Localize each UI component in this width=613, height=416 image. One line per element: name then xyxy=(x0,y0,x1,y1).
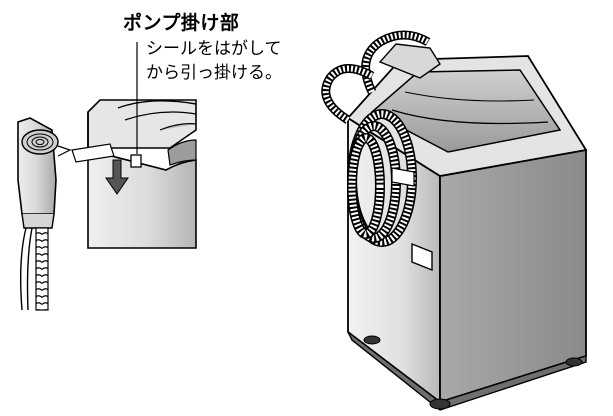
callout-note: シールをはがして から引っ掛ける。 xyxy=(146,37,282,85)
washing-machine xyxy=(346,43,588,411)
closeup-machine xyxy=(71,99,197,249)
lid xyxy=(370,69,562,153)
callout-title: ポンプ掛け部 xyxy=(123,12,240,34)
down-arrow-icon xyxy=(105,159,129,195)
pump-hook-slot xyxy=(130,154,142,168)
coiled-hose xyxy=(321,30,431,247)
pump-head xyxy=(17,117,72,311)
callout-note-line-2: から引っ掛ける。 xyxy=(146,63,282,83)
callout-note-line-1: シールをはがして xyxy=(146,39,282,59)
front-handle xyxy=(411,242,433,272)
pump-hose xyxy=(35,227,49,311)
sticker xyxy=(71,143,115,163)
